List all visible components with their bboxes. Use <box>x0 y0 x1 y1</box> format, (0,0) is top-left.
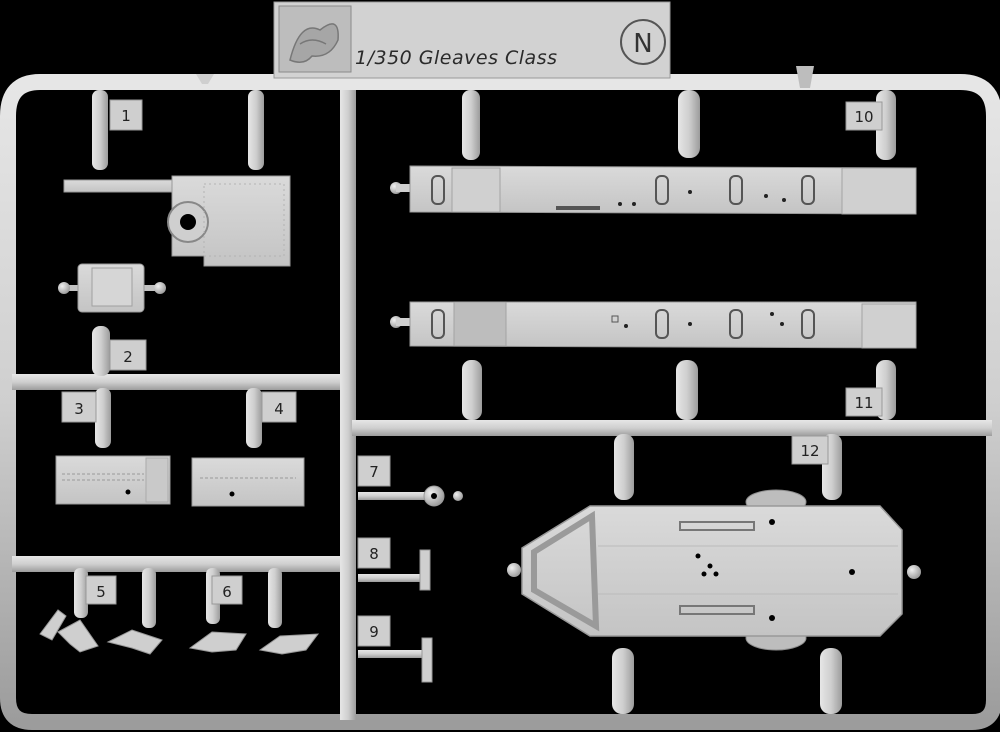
sprue-title: 1/350 Gleaves Class <box>355 47 558 69</box>
part-number-11: 11 <box>845 387 883 417</box>
part-10 <box>390 165 917 215</box>
part-11 <box>390 301 917 349</box>
part-9 <box>358 637 433 683</box>
svg-text:9: 9 <box>369 623 379 641</box>
part-number-6: 6 <box>211 575 243 605</box>
svg-text:2: 2 <box>123 348 133 366</box>
sprue-frame <box>0 74 1000 730</box>
svg-text:5: 5 <box>96 583 106 601</box>
sprue-letter: N <box>633 29 652 59</box>
svg-text:10: 10 <box>854 108 873 126</box>
svg-text:4: 4 <box>274 400 284 418</box>
part-4 <box>191 457 305 507</box>
part-12 <box>507 489 921 651</box>
part-7 <box>358 485 463 507</box>
part-number-2: 2 <box>109 339 147 371</box>
part-number-4: 4 <box>261 391 297 423</box>
sprue-runner <box>340 90 356 720</box>
part-6 <box>188 631 320 655</box>
part-2 <box>58 263 166 313</box>
part-number-9: 9 <box>357 615 391 647</box>
part-number-3: 3 <box>61 391 97 423</box>
part-number-5: 5 <box>85 575 117 605</box>
svg-text:12: 12 <box>800 442 819 460</box>
sprue-runner <box>12 556 352 572</box>
part-3 <box>55 455 171 505</box>
part-1 <box>63 175 291 267</box>
sprue-runner <box>12 374 352 390</box>
part-8 <box>358 549 431 591</box>
svg-text:11: 11 <box>854 394 873 412</box>
part-5 <box>39 609 163 655</box>
part-number-12: 12 <box>791 435 829 465</box>
part-number-7: 7 <box>357 455 391 487</box>
part-number-tabs: 1 2 3 4 5 6 7 8 <box>61 99 883 647</box>
sprue-runner <box>352 420 992 436</box>
sprue-title-tab: 1/350 Gleaves Class N <box>273 1 671 79</box>
gate-stubs <box>74 66 896 714</box>
part-number-1: 1 <box>109 99 143 131</box>
svg-text:8: 8 <box>369 545 379 563</box>
part-number-8: 8 <box>357 537 391 569</box>
svg-text:7: 7 <box>369 463 379 481</box>
svg-text:6: 6 <box>222 583 232 601</box>
sprue-letter-badge <box>620 19 666 65</box>
svg-text:1: 1 <box>121 107 131 125</box>
part-number-10: 10 <box>845 101 883 131</box>
svg-text:3: 3 <box>74 400 84 418</box>
